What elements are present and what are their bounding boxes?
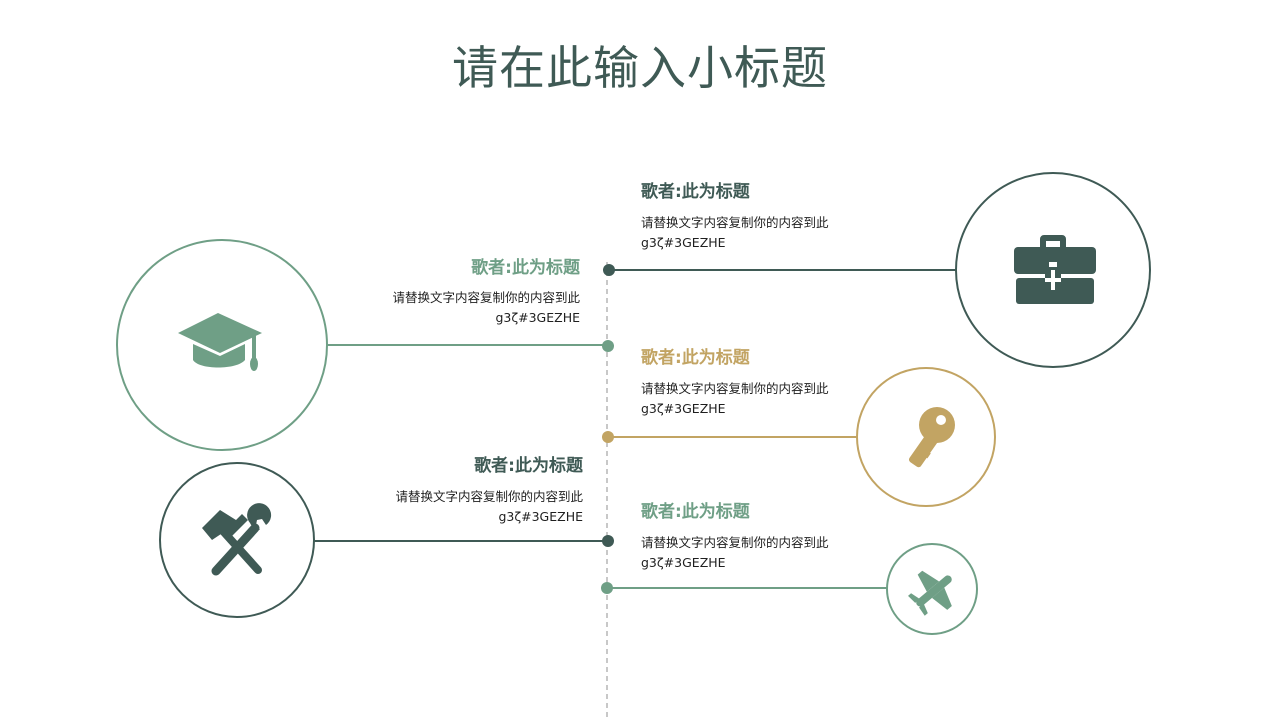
- item-desc-4-line1: 请替换文字内容复制你的内容到此: [395, 489, 583, 504]
- item-desc-2-line1: 请替换文字内容复制你的内容到此: [392, 290, 580, 305]
- item-desc-3-line2: g3ζ#3GEZHE: [641, 401, 726, 416]
- key-icon: [908, 407, 955, 468]
- timeline-item-toolbox: [603, 172, 1151, 368]
- timeline-item-travel: [601, 543, 978, 635]
- timeline-node: [602, 535, 614, 547]
- key-hole: [936, 415, 946, 425]
- item-title-2: 歌者:此为标题: [471, 258, 580, 278]
- item-title-4: 歌者:此为标题: [474, 456, 583, 476]
- airplane-icon: [908, 570, 952, 616]
- icon-circle: [159, 462, 315, 618]
- page-title: 请在此输入小标题: [452, 41, 828, 95]
- item-title-5: 歌者:此为标题: [641, 502, 750, 522]
- timeline-node: [602, 340, 614, 352]
- item-desc-4-line2: g3ζ#3GEZHE: [498, 509, 583, 524]
- timeline-item-education: [116, 239, 614, 451]
- item-desc-3-line1: 请替换文字内容复制你的内容到此: [641, 381, 829, 396]
- timeline-item-key: [602, 367, 996, 507]
- item-desc-5-line1: 请替换文字内容复制你的内容到此: [641, 535, 829, 550]
- toolbox-icon: [1014, 235, 1096, 304]
- item-desc-2-line2: g3ζ#3GEZHE: [495, 310, 580, 325]
- timeline-node: [601, 582, 613, 594]
- item-desc-5-line2: g3ζ#3GEZHE: [641, 555, 726, 570]
- item-title-3: 歌者:此为标题: [641, 348, 750, 368]
- timeline-node: [602, 431, 614, 443]
- item-title-1: 歌者:此为标题: [641, 182, 750, 202]
- item-desc-1-line2: g3ζ#3GEZHE: [641, 235, 726, 250]
- timeline-item-tools: [159, 462, 614, 618]
- graduation-cap-icon: [178, 313, 262, 371]
- item-desc-1-line1: 请替换文字内容复制你的内容到此: [641, 215, 829, 230]
- tools-icon: [202, 503, 272, 576]
- timeline-node: [603, 264, 615, 276]
